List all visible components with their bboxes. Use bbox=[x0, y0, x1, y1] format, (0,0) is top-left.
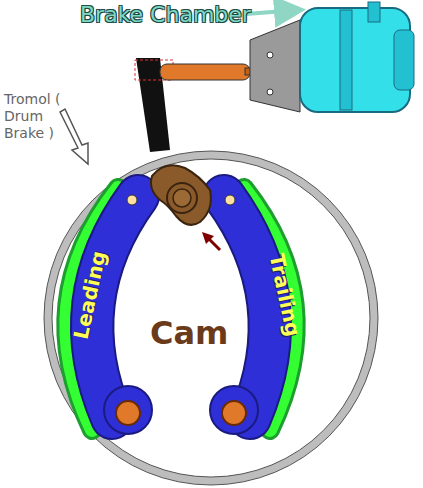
leader-line bbox=[246, 10, 298, 14]
leader-arrow bbox=[60, 109, 88, 164]
cam bbox=[151, 165, 211, 225]
leader-arrow bbox=[202, 232, 214, 244]
leading-shoe bbox=[66, 188, 152, 434]
shoe-label: Trailing bbox=[265, 251, 306, 338]
shoe-label: Leading bbox=[69, 249, 111, 342]
part-label: Tromol ( Drum Brake ) bbox=[4, 91, 66, 142]
brake-shoe: Trailing bbox=[245, 220, 325, 370]
pushrod bbox=[160, 64, 250, 80]
part-label: Brake Chamber bbox=[80, 2, 423, 27]
brake-shoe: Leading bbox=[50, 220, 130, 370]
bracket bbox=[250, 20, 300, 112]
